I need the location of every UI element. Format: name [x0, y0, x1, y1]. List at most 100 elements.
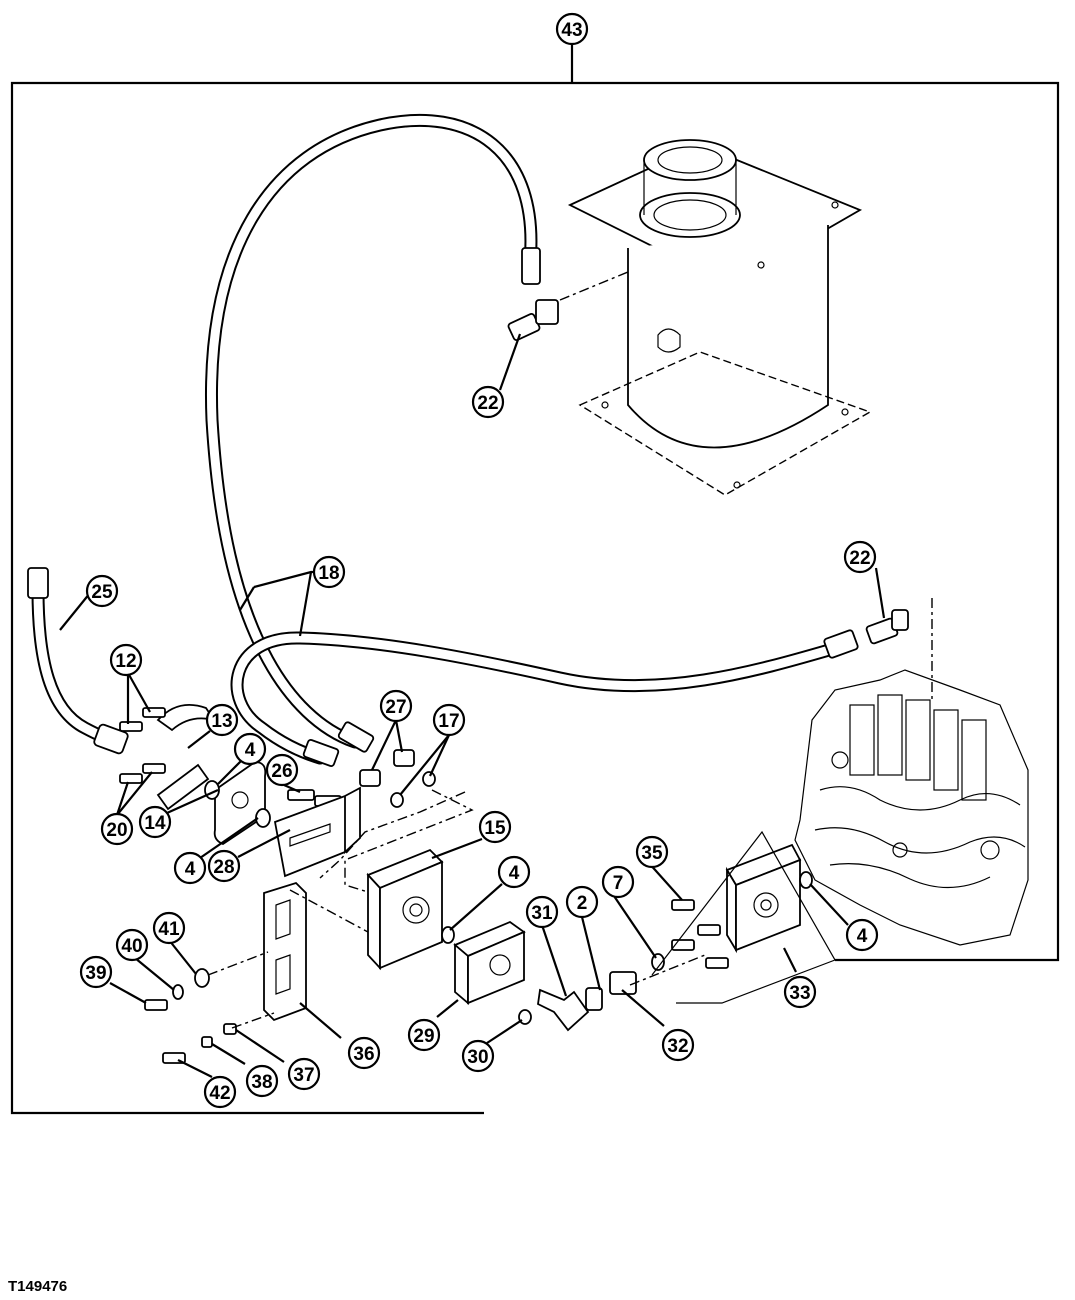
callout-22-upper: 22 [471, 385, 505, 419]
block-29 [453, 920, 526, 1005]
svg-text:12: 12 [115, 651, 136, 672]
svg-text:36: 36 [353, 1044, 374, 1065]
fitting-2 [585, 987, 603, 1011]
callout-32: 32 [661, 1028, 695, 1062]
bracket-36 [263, 881, 307, 1022]
svg-text:2: 2 [577, 893, 588, 914]
hose-18-upper [204, 113, 538, 749]
elbow-31 [537, 988, 590, 1032]
callout-2: 2 [565, 885, 599, 919]
nut-41 [194, 968, 210, 988]
callout-4-a: 4 [233, 732, 267, 766]
leader-lines [59, 333, 886, 1078]
hose-fitting-mid-b [302, 739, 340, 767]
figure-id-label: T149476 [8, 1278, 68, 1295]
oring-4-d [799, 871, 813, 889]
callout-28: 28 [207, 849, 241, 883]
callout-30: 30 [461, 1039, 495, 1073]
bolts-35 [671, 899, 729, 969]
callout-12: 12 [109, 643, 143, 677]
tee-fitting-22-upper [507, 299, 559, 341]
assembly-line-e [231, 1012, 275, 1029]
group-outline-35 [651, 830, 836, 1004]
svg-text:17: 17 [438, 711, 459, 732]
svg-text:18: 18 [318, 563, 339, 584]
callout-22-lower: 22 [843, 540, 877, 574]
svg-text:43: 43 [561, 20, 582, 41]
oring-4-b [255, 808, 271, 828]
svg-text:38: 38 [251, 1072, 272, 1093]
callout-40: 40 [115, 928, 149, 962]
svg-text:33: 33 [789, 983, 810, 1004]
hose-fitting-mid-a [337, 721, 375, 753]
assembly-frame [10, 81, 1060, 1115]
spacer-38 [201, 1036, 213, 1048]
callout-36: 36 [347, 1036, 381, 1070]
callout-14: 14 [138, 805, 172, 839]
bolts-26 [287, 789, 342, 807]
svg-text:26: 26 [271, 761, 292, 782]
tee-fitting-22-lower [865, 609, 909, 645]
washer-40 [172, 984, 184, 1000]
callout-37: 37 [287, 1057, 321, 1091]
svg-text:41: 41 [158, 919, 180, 940]
callout-17: 17 [432, 703, 466, 737]
svg-text:35: 35 [641, 843, 663, 864]
flange-14-bore [231, 791, 249, 809]
svg-text:4: 4 [185, 859, 196, 880]
svg-text:22: 22 [849, 548, 870, 569]
svg-text:27: 27 [385, 697, 406, 718]
callout-43: 43 [555, 12, 589, 46]
svg-text:37: 37 [293, 1065, 314, 1086]
oring-4-c [441, 926, 455, 944]
svg-text:39: 39 [85, 963, 106, 984]
hydraulic-tank [559, 139, 872, 496]
callout-33: 33 [783, 975, 817, 1009]
callout-20: 20 [100, 812, 134, 846]
assembly-line-d [207, 951, 269, 976]
svg-text:40: 40 [121, 936, 142, 957]
svg-text:4: 4 [245, 740, 256, 761]
bolts-20 [119, 763, 166, 784]
clamp-half-13-upper [156, 704, 217, 732]
bracket-28-slot [289, 823, 331, 847]
callout-29: 29 [407, 1018, 441, 1052]
adapter-27 [359, 749, 415, 787]
callout-38: 38 [245, 1064, 279, 1098]
callout-41: 41 [152, 911, 186, 945]
svg-text:7: 7 [613, 873, 624, 894]
callout-39: 39 [79, 955, 113, 989]
svg-text:29: 29 [413, 1026, 434, 1047]
svg-text:25: 25 [91, 582, 113, 603]
callout-26: 26 [265, 753, 299, 787]
svg-text:13: 13 [211, 711, 232, 732]
callout-42: 42 [203, 1075, 237, 1109]
assembly-line-f [629, 954, 706, 986]
oring-17-b [422, 771, 436, 787]
callout-35: 35 [635, 835, 669, 869]
svg-text:31: 31 [531, 903, 553, 924]
callout-15: 15 [478, 810, 512, 844]
assembly-line-c [289, 889, 369, 933]
svg-text:28: 28 [213, 857, 234, 878]
hose-fitting-right [823, 629, 859, 659]
svg-text:15: 15 [484, 818, 506, 839]
svg-text:20: 20 [106, 820, 127, 841]
hose-25 [31, 583, 125, 749]
hose-fitting-top [521, 247, 541, 285]
svg-text:32: 32 [667, 1036, 688, 1057]
hose-25-top-fitting [27, 567, 49, 599]
spacer-37 [223, 1023, 237, 1035]
svg-text:30: 30 [467, 1047, 488, 1068]
callout-31: 31 [525, 895, 559, 929]
svg-text:22: 22 [477, 393, 498, 414]
callout-4-b: 4 [173, 851, 207, 885]
hose-25-end-fitting [93, 723, 129, 755]
control-valve [794, 669, 1029, 946]
callout-4-d: 4 [845, 918, 879, 952]
bracket-36-slot-b [275, 954, 291, 995]
clamp-half-13-lower [156, 763, 210, 811]
svg-text:4: 4 [857, 926, 868, 947]
callout-4-c: 4 [497, 855, 531, 889]
